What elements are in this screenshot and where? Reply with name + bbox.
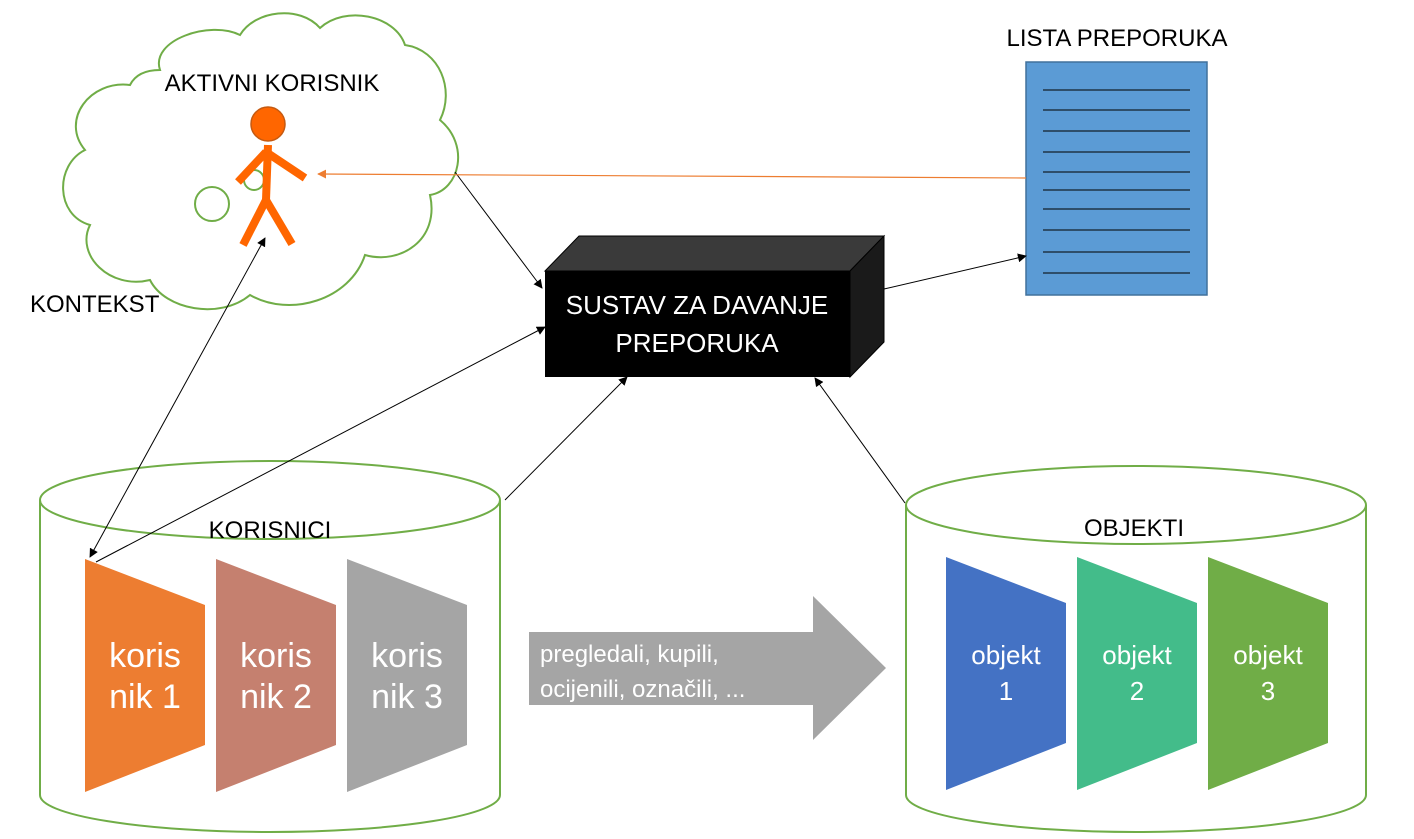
object-2-label-line1: objekt	[1102, 640, 1172, 670]
user-1-card: koris nik 1	[85, 559, 205, 792]
recommender-system-box	[543, 234, 886, 379]
user-1-label-line2: nik 1	[109, 678, 181, 716]
active-user-title: AKTIVNI KORISNIK	[165, 70, 380, 97]
arrow-user1-to-system	[95, 326, 546, 563]
user-3-card: koris nik 3	[347, 559, 467, 792]
connector-arrows	[89, 171, 1027, 563]
arrow-list-to-active-user	[317, 169, 1027, 179]
user-2-card: koris nik 2	[216, 559, 336, 792]
interaction-label-line2: ocijenili, označili, ...	[540, 676, 745, 703]
system-label-line2: PREPORUKA	[615, 328, 779, 358]
object-1-card: objekt 1	[946, 557, 1066, 790]
active-user-icon	[235, 106, 308, 247]
objects-database-title: OBJEKTI	[1084, 515, 1184, 542]
arrow-system-to-list	[883, 253, 1027, 290]
arrow-objects-db-to-system	[814, 377, 906, 504]
object-1-label-line2: 1	[999, 676, 1013, 706]
object-3-card: objekt 3	[1208, 557, 1328, 790]
object-1-label-line1: objekt	[971, 640, 1041, 670]
system-label-line1: SUSTAV ZA DAVANJE	[566, 290, 828, 320]
user-3-label-line1: koris	[371, 637, 443, 675]
interaction-arrow: pregledali, kupili, ocijenili, označili,…	[529, 596, 886, 740]
user-1-label-line1: koris	[109, 637, 181, 675]
arrow-users-db-to-system	[504, 376, 628, 501]
users-database-title: KORISNICI	[209, 517, 332, 544]
recommendation-list-icon	[1025, 61, 1208, 296]
user-2-label-line2: nik 2	[240, 678, 312, 716]
object-3-label-line2: 3	[1261, 676, 1275, 706]
object-2-card: objekt 2	[1077, 557, 1197, 790]
arrow-user-to-system	[454, 171, 543, 289]
object-3-label-line1: objekt	[1233, 640, 1303, 670]
object-2-label-line2: 2	[1130, 676, 1144, 706]
context-label: KONTEKST	[30, 291, 160, 318]
interaction-label-line1: pregledali, kupili,	[540, 641, 719, 668]
recommendation-list-title: LISTA PREPORUKA	[1007, 25, 1228, 52]
user-3-label-line2: nik 3	[371, 678, 443, 716]
user-2-label-line1: koris	[240, 637, 312, 675]
arrow-user1-to-active-user	[89, 237, 266, 558]
